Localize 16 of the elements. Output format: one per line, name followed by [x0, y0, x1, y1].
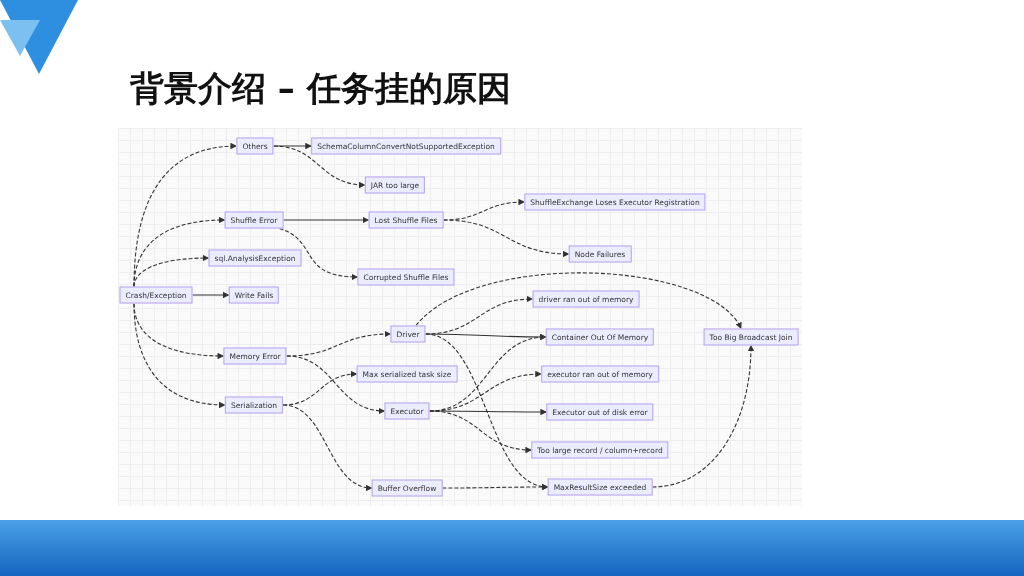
arrow — [282, 404, 373, 491]
arrow — [286, 330, 392, 357]
arrow — [133, 302, 226, 408]
arrow — [286, 355, 386, 414]
arrow — [442, 219, 570, 257]
arrow — [273, 145, 366, 188]
arrow — [651, 344, 755, 488]
arrow — [133, 254, 210, 288]
slide-title: 背景介绍 – 任务挂的原因 — [130, 67, 511, 110]
arrow — [133, 216, 226, 288]
arrow — [282, 371, 358, 406]
arrow — [191, 291, 230, 299]
arrow — [441, 483, 549, 491]
arrow — [415, 272, 742, 330]
arrow — [428, 410, 532, 453]
arrow — [282, 216, 370, 224]
